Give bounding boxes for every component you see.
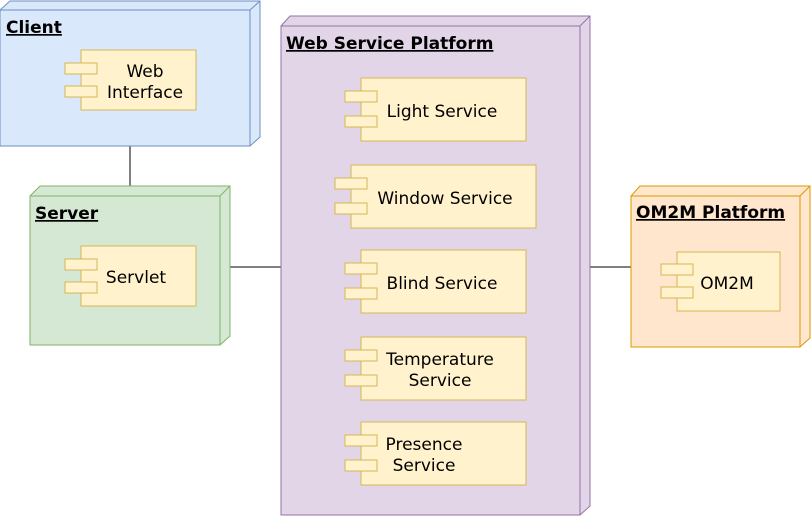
- component-port-icon: [660, 263, 694, 276]
- component-port-icon: [64, 85, 98, 98]
- component-label: Blind Service: [387, 274, 498, 294]
- component-port-icon: [344, 374, 378, 387]
- component-port-icon: [64, 258, 98, 271]
- component-port-icon: [334, 202, 368, 215]
- component-port-icon: [344, 349, 378, 362]
- component-port-icon: [344, 262, 378, 275]
- component-label: Temperature: [385, 350, 494, 370]
- node-server-title: Server: [35, 204, 99, 224]
- component-port-icon: [344, 459, 378, 472]
- node-client: Client Web Interface: [0, 0, 261, 147]
- node-client-title: Client: [6, 18, 62, 38]
- component-body: [80, 245, 197, 307]
- node-web-service-platform: Web Service Platform Light Service Windo…: [280, 15, 591, 516]
- component-label: OM2M: [700, 274, 754, 294]
- component-label: Light Service: [387, 102, 498, 122]
- component-label: Presence: [386, 435, 463, 455]
- component-body: [360, 336, 527, 401]
- component-port-icon: [344, 434, 378, 447]
- component-port-icon: [64, 281, 98, 294]
- node-om2m-platform: OM2M Platform OM2M: [630, 185, 811, 348]
- connectors: [129, 146, 631, 268]
- component-port-icon: [64, 62, 98, 75]
- component-label: Service: [393, 456, 456, 476]
- component-label: Window Service: [377, 189, 512, 209]
- node-platform-title: Web Service Platform: [286, 34, 493, 54]
- component-light-service: Light Service: [344, 77, 527, 142]
- component-body: [360, 249, 527, 314]
- node-om2m-title: OM2M Platform: [636, 203, 785, 223]
- component-label: Servlet: [106, 268, 166, 288]
- component-body: [360, 77, 527, 142]
- node-server: Server Servlet: [29, 185, 231, 346]
- component-port-icon: [660, 286, 694, 299]
- component-om2m: OM2M: [660, 251, 781, 312]
- component-label: Interface: [107, 83, 183, 103]
- component-label: Service: [409, 371, 472, 391]
- component-body: [676, 251, 781, 312]
- component-body: [350, 164, 537, 229]
- component-temperature-service: Temperature Service: [344, 336, 527, 401]
- component-port-icon: [344, 90, 378, 103]
- component-port-icon: [344, 115, 378, 128]
- component-window-service: Window Service: [334, 164, 537, 229]
- component-presence-service: Presence Service: [344, 421, 527, 486]
- component-label: Web: [126, 62, 163, 82]
- component-blind-service: Blind Service: [344, 249, 527, 314]
- component-body: [360, 421, 527, 486]
- component-port-icon: [344, 287, 378, 300]
- component-port-icon: [334, 177, 368, 190]
- component-web-interface: Web Interface: [64, 49, 197, 111]
- component-body: [80, 49, 197, 111]
- component-servlet: Servlet: [64, 245, 197, 307]
